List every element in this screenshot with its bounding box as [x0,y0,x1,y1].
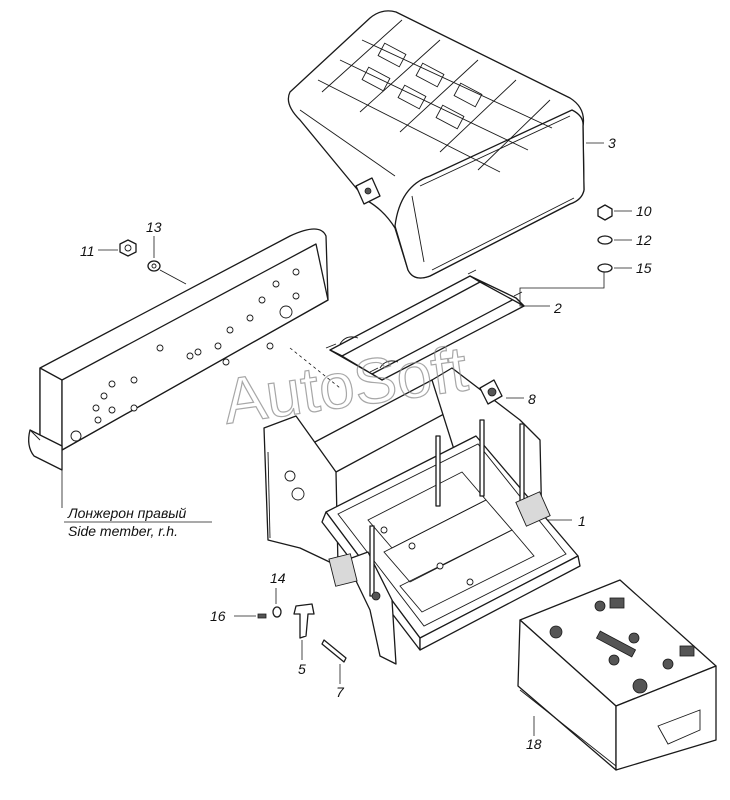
pin-7 [321,639,347,663]
callout-2: 2 [553,300,562,316]
cover-top-grid [317,19,553,173]
callout-1: 1 [578,513,586,529]
side-member-rail [28,228,329,471]
callout-13: 13 [146,219,162,235]
hold-down-frame [325,269,525,381]
callout-8: 8 [528,391,536,407]
screw-16 [257,613,267,619]
battery-terminals-caps [549,597,695,694]
clamp-part-8 [479,379,503,405]
nut-11 [119,239,137,257]
callout-7: 7 [336,684,345,700]
callout-14: 14 [270,570,286,586]
callout-16: 16 [210,608,226,624]
washer-13 [147,260,161,272]
callout-18: 18 [526,736,542,752]
tray-floor-slots [367,471,535,613]
battery-tray [263,367,581,665]
washer-12 [597,235,613,245]
caption-en: Side member, r.h. [68,523,178,539]
handle-5 [293,603,315,639]
nut-10 [597,204,613,221]
callout-5: 5 [298,661,306,677]
callout-labels: 3 10 12 15 2 8 1 11 13 14 16 5 7 18 [80,135,652,752]
watermark-text: AutoSoft [219,332,472,437]
callout-10: 10 [636,203,652,219]
washer-14 [272,606,282,618]
rail-holes [70,268,300,442]
washer-15 [597,263,613,273]
caption-ru: Лонжерон правый [67,505,187,521]
battery [517,579,717,771]
callout-15: 15 [636,260,652,276]
leader-lines [61,142,632,736]
callout-12: 12 [636,232,652,248]
side-member-caption: Лонжерон правый Side member, r.h. [67,505,187,539]
callout-11: 11 [80,243,95,259]
callout-3: 3 [608,135,616,151]
battery-box-cover [287,10,585,279]
